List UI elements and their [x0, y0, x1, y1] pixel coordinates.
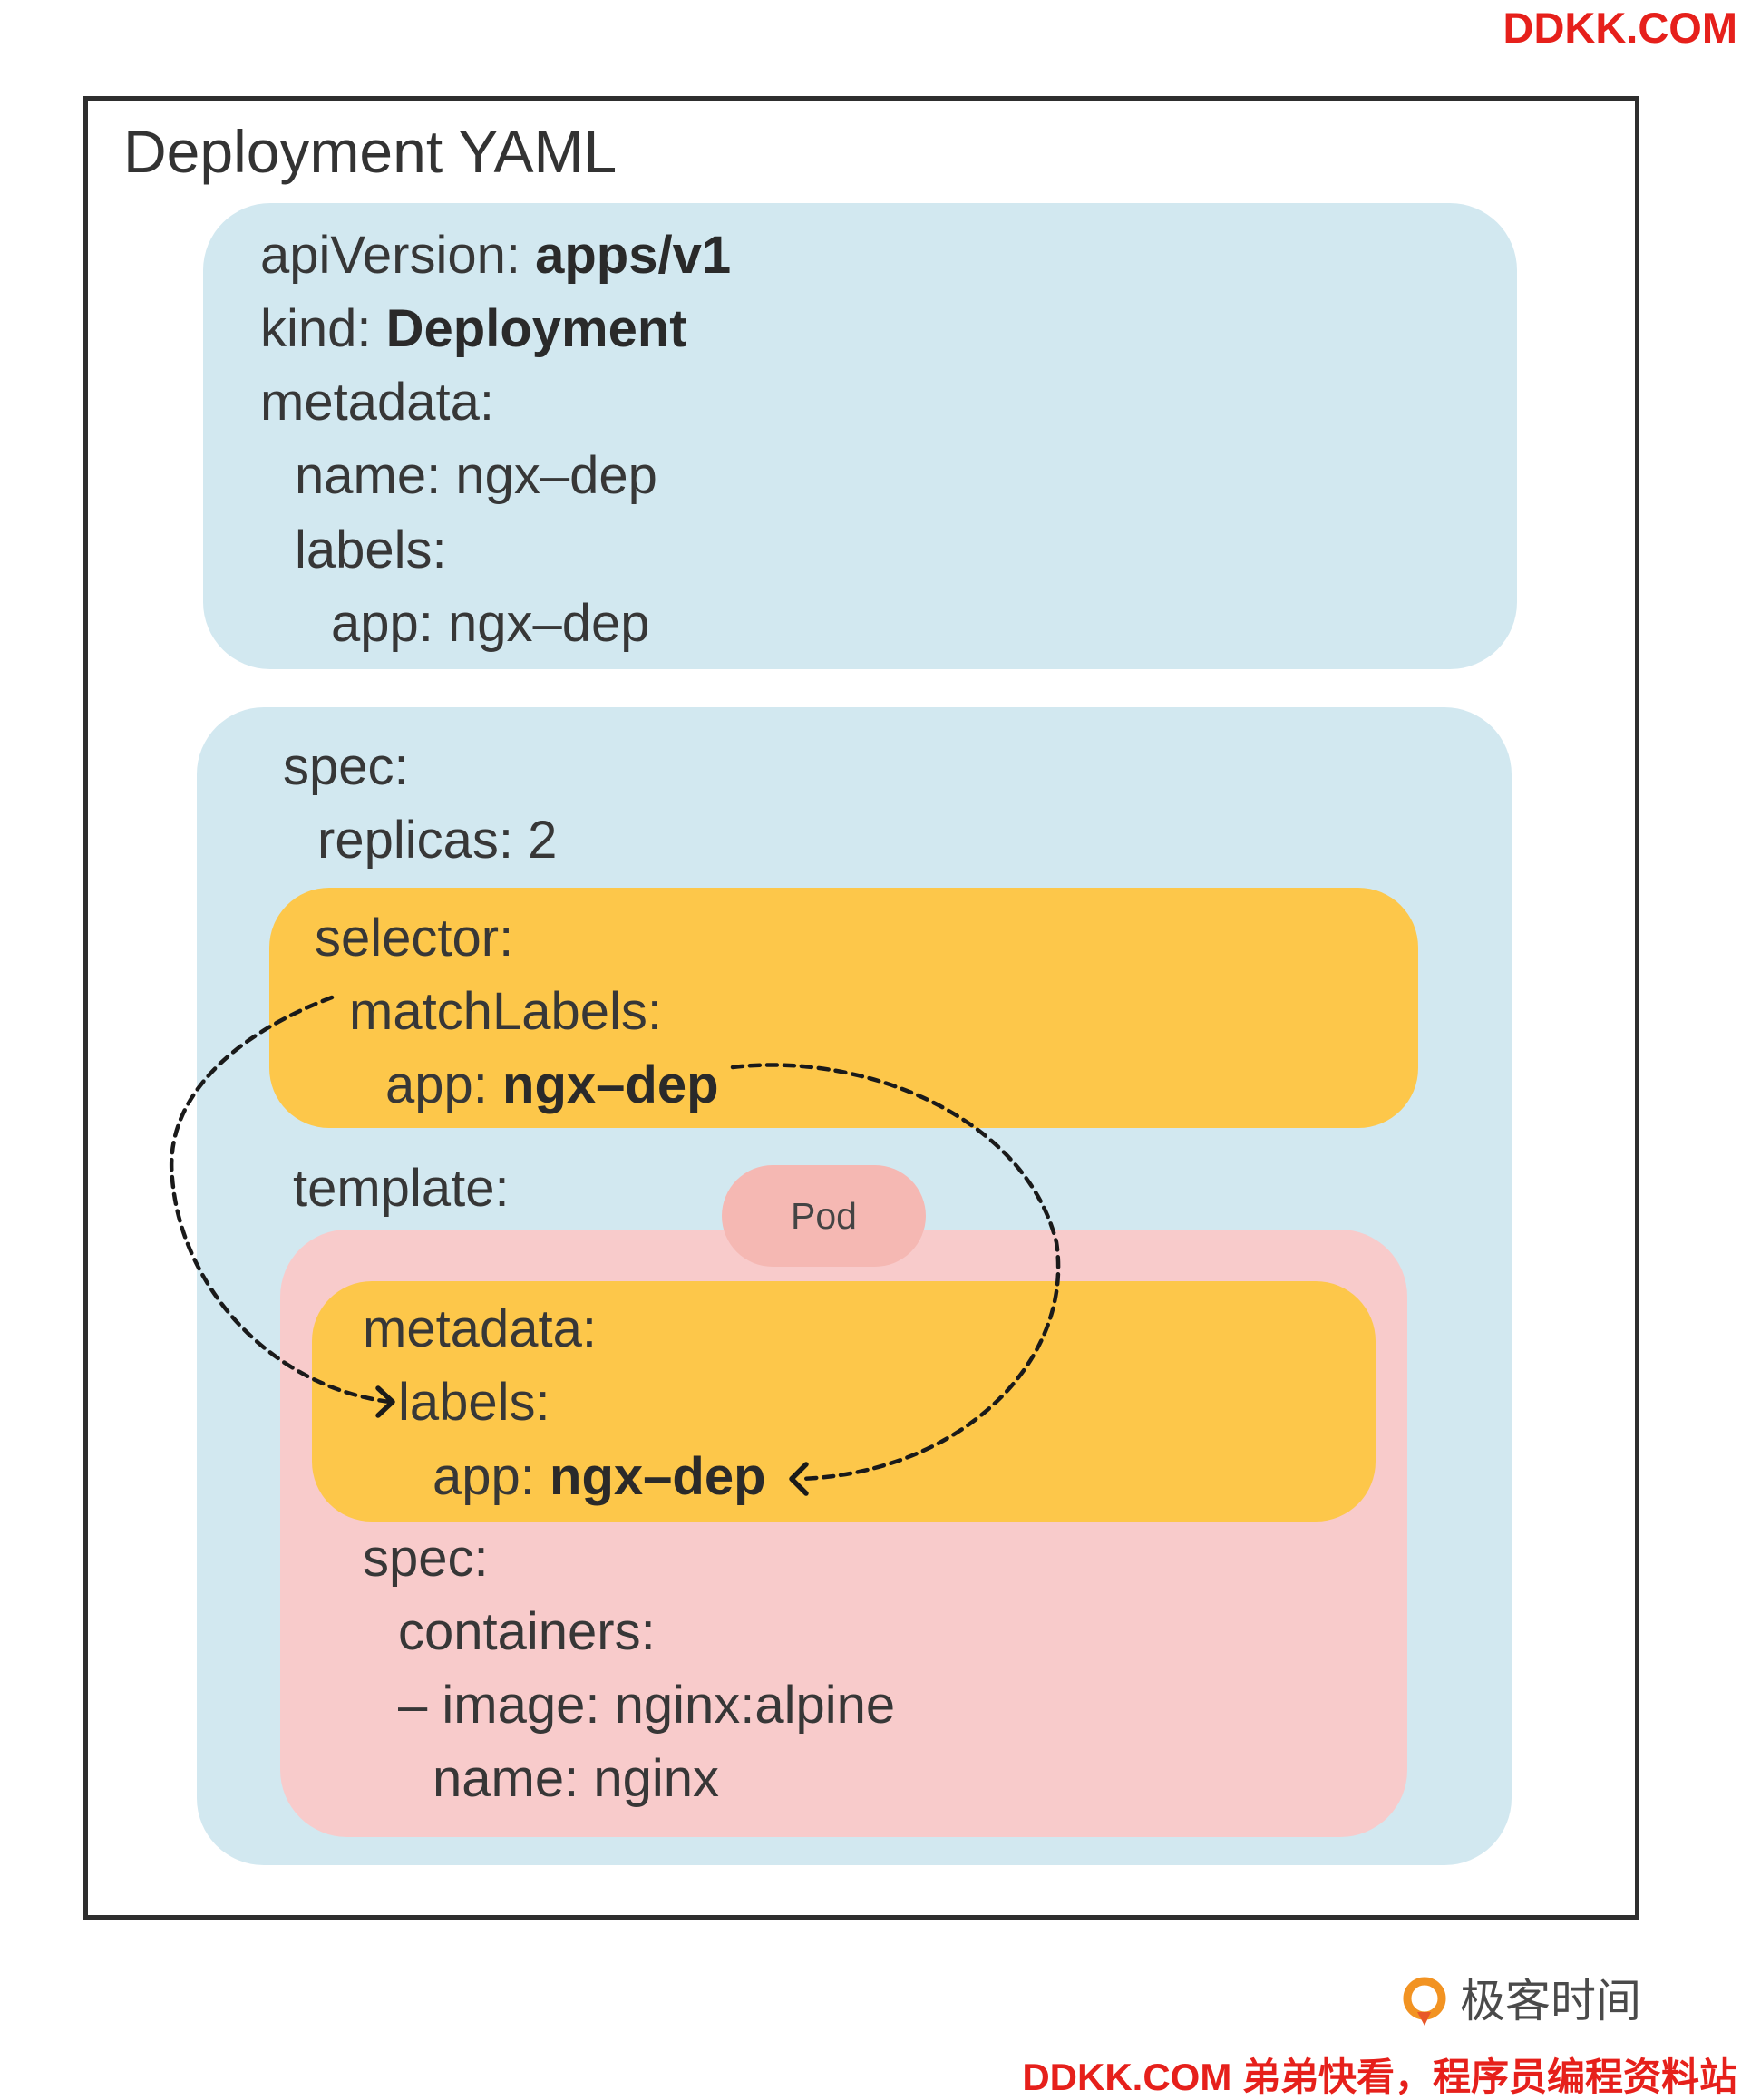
yaml-line-container-name: name: nginx — [433, 1742, 719, 1815]
yaml-line-kind: kind: Deployment — [260, 292, 687, 365]
spec-block: spec: replicas: 2 selector: matchLabels:… — [197, 707, 1512, 1865]
yaml-line-pod-app: app: ngx–dep — [433, 1440, 766, 1513]
yaml-line-image: – image: nginx:alpine — [398, 1668, 895, 1742]
yaml-key: containers: — [398, 1602, 656, 1661]
yaml-value: apps/v1 — [535, 226, 732, 285]
yaml-key: metadata: — [363, 1299, 597, 1358]
yaml-key: template: — [293, 1159, 510, 1218]
yaml-line-containers: containers: — [398, 1595, 656, 1668]
pod-template-box: metadata: labels: app: ngx–dep spec: con… — [280, 1230, 1407, 1837]
yaml-line-name: name: ngx–dep — [295, 439, 657, 512]
yaml-line-labels: labels: — [295, 513, 447, 587]
yaml-value: nginx:alpine — [614, 1676, 896, 1735]
yaml-key: labels: — [398, 1373, 550, 1432]
logo-text: 极客时间 — [1460, 1975, 1641, 2027]
yaml-line-app: app: ngx–dep — [331, 587, 650, 660]
yaml-key: replicas: — [317, 811, 513, 870]
watermark-bottom: DDKK.COM 弟弟快看，程序员编程资料站 — [1022, 2056, 1737, 2098]
selector-box: selector: matchLabels: app: ngx–dep — [269, 888, 1418, 1128]
yaml-value: ngx–dep — [448, 594, 650, 653]
yaml-key: matchLabels: — [349, 982, 662, 1041]
yaml-line-match-labels: matchLabels: — [349, 975, 662, 1048]
yaml-key: spec: — [363, 1529, 489, 1588]
yaml-value: ngx–dep — [455, 446, 657, 505]
yaml-key: spec: — [283, 737, 409, 796]
yaml-value: 2 — [528, 811, 558, 870]
yaml-line-pod-labels: labels: — [398, 1366, 550, 1439]
header-block: apiVersion: apps/v1 kind: Deployment met… — [203, 203, 1517, 669]
yaml-key: app: — [331, 594, 433, 653]
yaml-key: name: — [295, 446, 442, 505]
yaml-line-api-version: apiVersion: apps/v1 — [260, 219, 731, 292]
yaml-line-pod-spec: spec: — [363, 1522, 489, 1595]
yaml-key: labels: — [295, 520, 447, 579]
yaml-line-selector: selector: — [315, 901, 513, 975]
yaml-line-template: template: — [293, 1152, 510, 1225]
yaml-value: nginx — [593, 1749, 719, 1808]
yaml-value: Deployment — [385, 299, 687, 358]
yaml-value: ngx–dep — [502, 1055, 719, 1114]
yaml-line-spec: spec: — [283, 730, 409, 803]
yaml-key: app: — [385, 1055, 488, 1114]
pod-metadata-box: metadata: labels: app: ngx–dep — [312, 1281, 1376, 1522]
yaml-key: app: — [433, 1447, 535, 1506]
yaml-key: apiVersion: — [260, 226, 520, 285]
yaml-line-metadata: metadata: — [260, 365, 494, 439]
yaml-value: ngx–dep — [550, 1447, 766, 1506]
pod-badge: Pod — [722, 1165, 926, 1267]
yaml-line-selector-app: app: ngx–dep — [385, 1048, 719, 1122]
yaml-key: name: — [433, 1749, 579, 1808]
list-marker: – — [398, 1676, 428, 1735]
yaml-key: metadata: — [260, 373, 494, 432]
diagram-title: Deployment YAML — [123, 118, 618, 185]
watermark-top: DDKK.COM — [1503, 4, 1737, 52]
yaml-line-pod-metadata: metadata: — [363, 1292, 597, 1366]
brand-logo: 极客时间 — [1396, 1971, 1641, 2031]
yaml-key: selector: — [315, 909, 514, 967]
yaml-key: kind: — [260, 299, 372, 358]
yaml-key: image: — [442, 1676, 600, 1735]
geektime-logo-icon — [1403, 1977, 1446, 2026]
yaml-line-replicas: replicas: 2 — [317, 803, 557, 877]
deployment-yaml-frame: Deployment YAML apiVersion: apps/v1 kind… — [83, 96, 1639, 1920]
